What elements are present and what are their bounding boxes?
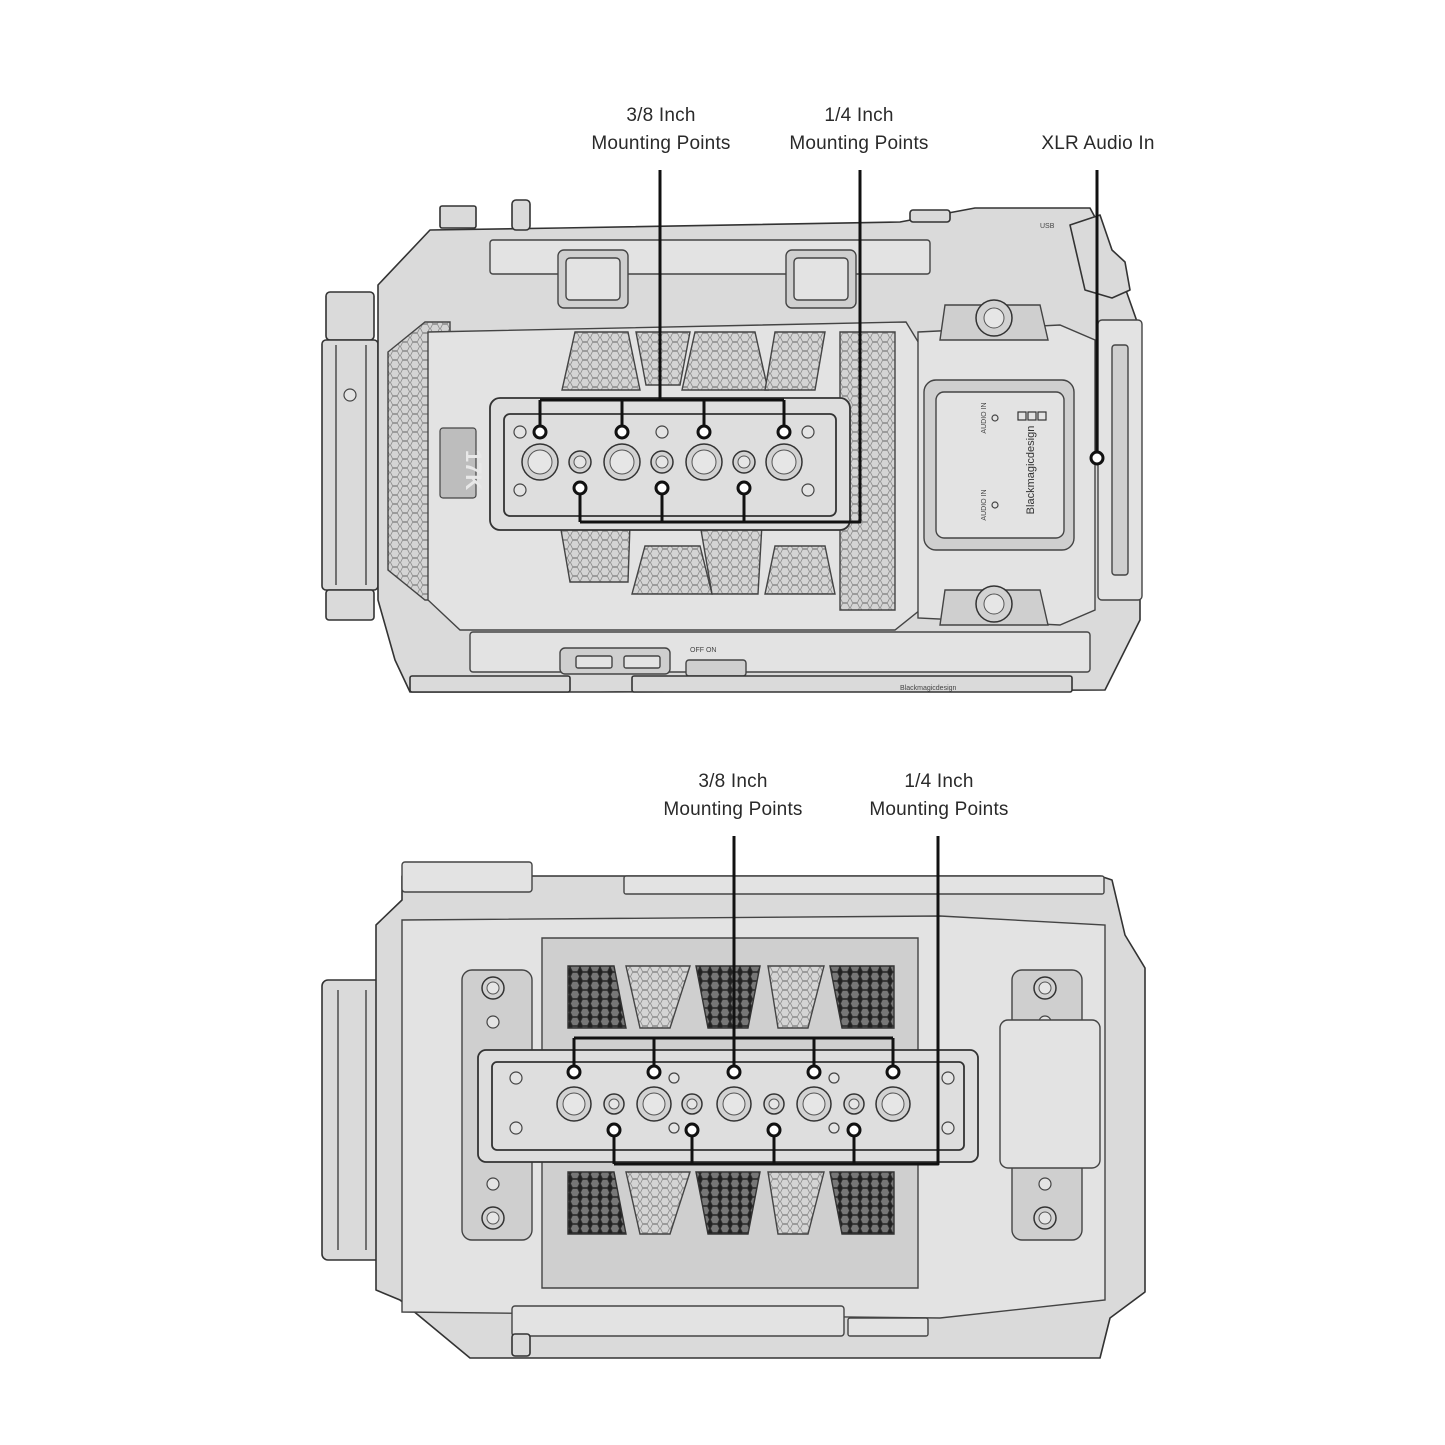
model-badge-text: 17K [461,450,486,490]
bottom-1-4-inch-holes [509,1071,955,1135]
power-switch [685,659,747,677]
model-badge [439,427,477,499]
bottom-view-leaders [566,836,940,1166]
top-view-leaders [532,170,1105,524]
xlr-connector [1069,214,1131,299]
brand-logo-icon [1017,411,1047,421]
bottom-callout-1-4-inch: 1/4 Inch Mounting Points [854,768,1024,824]
brand-logo-text: Blackmagicdesign [1025,426,1037,515]
usb-label: USB [1040,223,1055,230]
callout-line2: Mounting Points [591,133,731,154]
fan-vents [567,965,895,1235]
mount-screw-icon [343,388,357,402]
lens-mount-bottom [321,979,383,1261]
top-1-4-inch-holes [513,425,815,497]
callout-line1: 3/8 Inch [626,105,696,126]
audio-in-label-2: AUDIO IN [981,489,988,520]
power-switch-label: OFF ON [690,647,716,654]
lens-mount-tab-top [325,291,375,341]
audio-in-label-1: AUDIO IN [981,402,988,433]
camera-bottom-view [321,861,1146,1359]
callout-line1: 1/4 Inch [904,771,974,792]
bottom-3-8-inch-holes [556,1086,911,1122]
callout-line1: 3/8 Inch [698,771,768,792]
battery-door [999,1019,1101,1169]
callout-line1: 1/4 Inch [824,105,894,126]
top-view-vents [559,331,896,611]
callout-line2: Mounting Points [663,799,803,820]
camera-top-view: 17K [321,199,1143,693]
top-pin [511,199,531,231]
lens-mount [321,339,379,591]
callout-line2: Mounting Points [869,799,1009,820]
footer-brand-text: Blackmagicdesign [900,685,957,692]
callout-line2: Mounting Points [789,133,929,154]
top-3-8-inch-holes [521,443,803,481]
callout-line1: XLR Audio In [1041,133,1155,154]
top-callout-1-4-inch: 1/4 Inch Mounting Points [774,102,944,158]
bottom-callout-3-8-inch: 3/8 Inch Mounting Points [648,768,818,824]
top-callout-xlr-audio-in: XLR Audio In [1020,130,1176,158]
top-callout-3-8-inch: 3/8 Inch Mounting Points [576,102,746,158]
